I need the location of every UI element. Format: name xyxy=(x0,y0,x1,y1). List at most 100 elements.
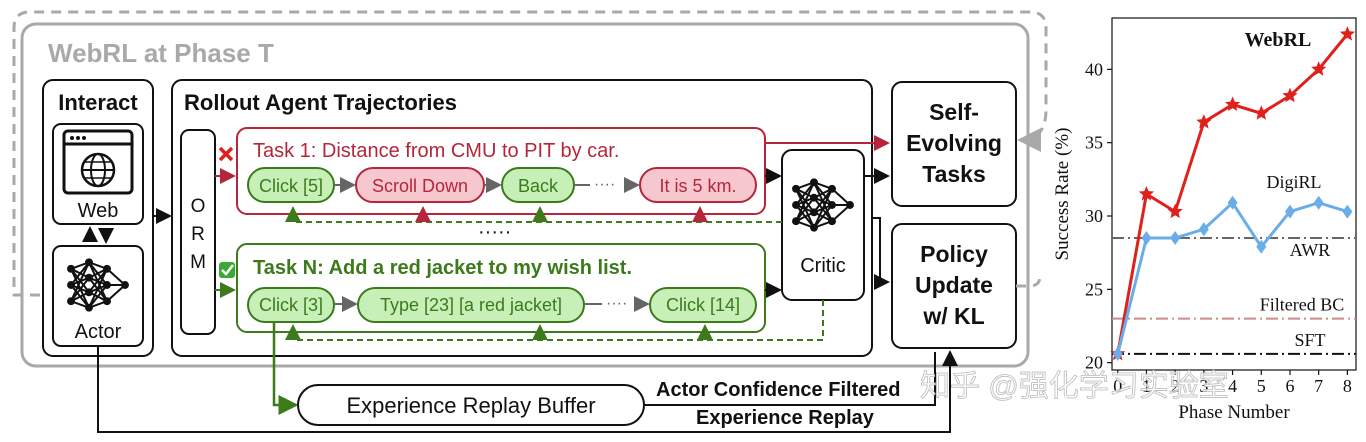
point-digirl xyxy=(1284,204,1295,219)
y-tick-label: 35 xyxy=(1085,133,1103,153)
net-edge xyxy=(795,197,815,222)
net-node xyxy=(121,281,129,289)
net-edge xyxy=(88,284,108,309)
point-digirl xyxy=(1198,222,1209,237)
x-tick-label: 2 xyxy=(1171,376,1180,396)
policy-loop-arrow xyxy=(1016,275,1042,288)
orm-box xyxy=(180,129,216,335)
point-webrl xyxy=(1138,186,1155,201)
net-node xyxy=(792,184,800,193)
actor-label: Actor xyxy=(75,321,122,343)
net-node xyxy=(810,193,818,202)
critic-feedback-task1 xyxy=(285,206,782,223)
net-node xyxy=(85,258,93,267)
point-digirl xyxy=(1342,204,1353,219)
point-digirl xyxy=(1256,239,1267,254)
point-digirl xyxy=(1313,195,1324,210)
net-node xyxy=(792,217,800,226)
point-digirl xyxy=(1227,195,1238,210)
x-tick-label: 3 xyxy=(1199,376,1208,396)
actor-to-policy-arrow xyxy=(97,346,958,433)
net-node xyxy=(810,178,818,187)
neural-network-icon xyxy=(67,258,129,312)
series-label-digirl: DigiRL xyxy=(1266,172,1321,192)
x-tick-label: 5 xyxy=(1257,376,1266,396)
net-node xyxy=(828,201,836,209)
net-node xyxy=(85,288,93,297)
x-tick-label: 6 xyxy=(1285,376,1294,396)
net-edge xyxy=(70,261,90,302)
point-webrl xyxy=(1282,87,1298,103)
y-tick-label: 30 xyxy=(1085,206,1103,226)
cross-icon xyxy=(218,146,234,162)
net-node xyxy=(85,273,93,282)
net-node xyxy=(828,217,836,226)
orm-letter-o: O xyxy=(191,196,206,217)
point-digirl xyxy=(1170,231,1181,245)
task1-step-dots: ···· xyxy=(594,176,615,193)
point-digirl xyxy=(1112,346,1123,361)
buffer-to-policy-arrow xyxy=(644,352,936,406)
x-tick-label: 4 xyxy=(1228,376,1237,396)
task1-step-4-label: It is 5 km. xyxy=(659,176,736,196)
critic-label: Critic xyxy=(800,255,846,277)
taskn-to-buffer-arrow xyxy=(272,322,299,415)
interact-title: Interact xyxy=(58,90,138,115)
y-tick-label: 20 xyxy=(1085,353,1103,373)
watermark: 知乎 @强化学习实验室 xyxy=(920,370,1229,403)
actor-filter-label: Actor Confidence Filtered xyxy=(656,379,900,401)
net-edge xyxy=(70,261,90,286)
point-webrl xyxy=(1253,105,1269,120)
net-edge xyxy=(88,268,108,293)
net-edge xyxy=(813,188,833,213)
replay-buffer-label: Experience Replay Buffer xyxy=(346,393,595,418)
net-edge xyxy=(831,188,851,206)
baseline-label: SFT xyxy=(1294,330,1325,350)
orm-letter-m: M xyxy=(190,252,206,273)
net-node xyxy=(103,281,111,289)
task1-title: Task 1: Distance from CMU to PIT by car. xyxy=(253,140,619,162)
net-node xyxy=(67,264,75,273)
net-node xyxy=(67,281,75,289)
self-evolving-box xyxy=(891,81,1017,207)
rollout-title: Rollout Agent Trajectories xyxy=(184,90,457,115)
net-node xyxy=(828,184,836,193)
y-axis-label: Success Rate (%) xyxy=(1052,128,1073,261)
net-edge xyxy=(813,204,833,229)
series-label-webrl: WebRL xyxy=(1245,29,1312,51)
outer-dashed-loop xyxy=(12,10,1048,297)
taskn-step-3-label: Click [14] xyxy=(666,295,740,315)
taskn-step-1-label: Click [3] xyxy=(259,295,323,315)
task1-step-4 xyxy=(639,167,757,203)
critic-network-icon xyxy=(792,178,854,232)
y-tick-label: 40 xyxy=(1085,59,1103,79)
experience-replay-label: Experience Replay xyxy=(696,407,875,429)
net-edge xyxy=(813,188,833,229)
phase-title: WebRL at Phase T xyxy=(48,38,274,68)
x-tick-label: 7 xyxy=(1314,376,1323,396)
point-webrl xyxy=(1196,114,1212,129)
task1-step-1-label: Click [5] xyxy=(259,176,323,196)
baseline-label: Filtered BC xyxy=(1260,295,1345,315)
critic-feedback-taskn xyxy=(285,300,824,341)
net-node xyxy=(103,264,111,273)
net-edge xyxy=(795,181,815,222)
taskn-step-dots: ···· xyxy=(606,295,627,312)
taskn-title: Task N: Add a red jacket to my wish list… xyxy=(253,257,632,279)
task1-step-3-label: Back xyxy=(518,176,559,196)
net-edge xyxy=(106,268,126,286)
x-tick-label: 0 xyxy=(1113,376,1122,396)
task1-step-2-label: Scroll Down xyxy=(372,176,468,196)
taskn-step-2-label: Type [23] [a red jacket] xyxy=(380,295,562,315)
point-webrl xyxy=(1225,96,1241,111)
net-node xyxy=(792,201,800,209)
net-node xyxy=(810,208,818,217)
net-edge xyxy=(70,277,90,302)
tasks-ellipsis: ····· xyxy=(478,221,511,243)
plot-frame xyxy=(1111,17,1357,371)
net-node xyxy=(103,297,111,306)
net-edge xyxy=(795,181,815,206)
net-node xyxy=(846,201,854,209)
